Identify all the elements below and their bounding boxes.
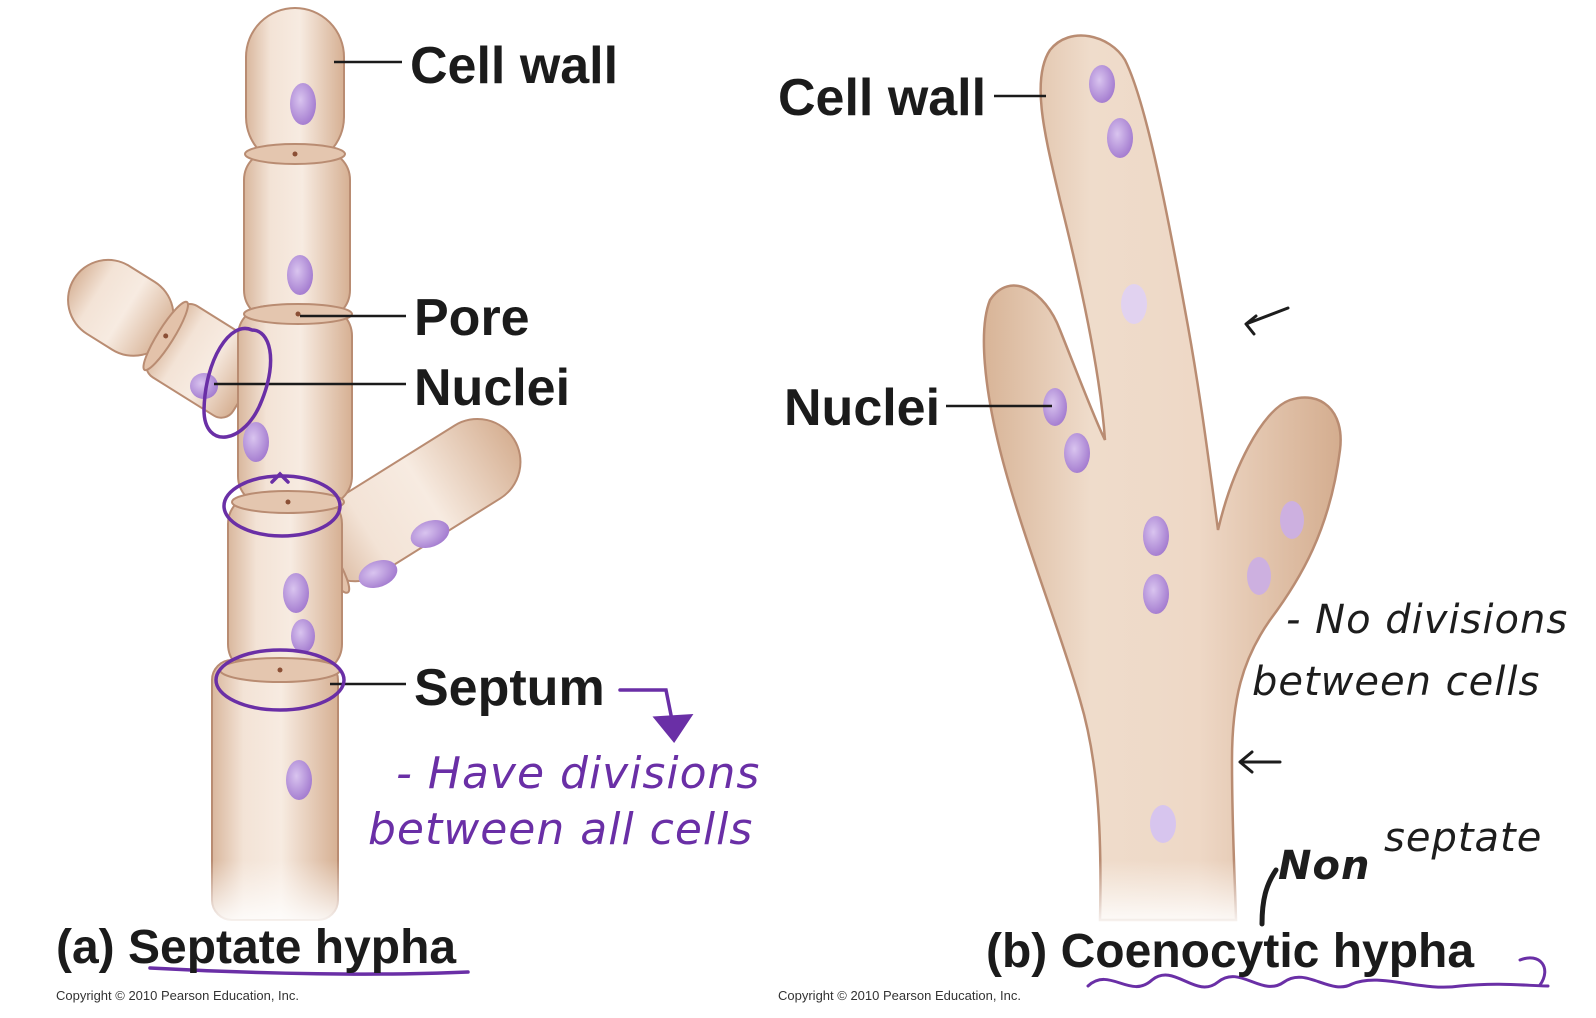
septate-hypha	[67, 7, 694, 976]
coenocytic-hypha	[946, 34, 1550, 989]
ink-marks-b	[1086, 306, 1550, 989]
annotation-a-line2: between all cells	[368, 804, 754, 855]
coenocytic-nuclei	[1043, 65, 1304, 843]
ink-marks-a	[148, 326, 694, 976]
caption-b-letter: (b)	[986, 925, 1048, 978]
septate-nuclei	[190, 83, 450, 800]
copyright-a: Copyright © 2010 Pearson Education, Inc.	[56, 988, 300, 1003]
caption-b: (b) Coenocytic hypha	[986, 928, 1474, 976]
copyright-b: Copyright © 2010 Pearson Education, Inc.	[778, 988, 1022, 1003]
annotation-b-non: Non	[1278, 843, 1371, 889]
label-nuclei-b: Nuclei	[784, 379, 941, 437]
coenocytic-body	[982, 34, 1342, 922]
label-septum: Septum	[414, 659, 605, 717]
annotation-a-line1: - Have divisions	[396, 748, 761, 799]
caption-a: (a) Septate hypha	[56, 924, 456, 972]
label-pore: Pore	[414, 289, 530, 347]
label-nuclei-a: Nuclei	[414, 359, 571, 417]
annotation-b-line1: - No divisions	[1286, 597, 1569, 643]
label-cell-wall-b: Cell wall	[778, 69, 987, 127]
caption-a-text: Septate hypha	[128, 921, 457, 974]
caption-b-text: Coenocytic hypha	[1060, 925, 1475, 978]
label-cell-wall-a: Cell wall	[410, 37, 619, 95]
annotation-b-line2: between cells	[1252, 659, 1541, 705]
caption-a-letter: (a)	[56, 921, 115, 974]
annotation-b-septate: septate	[1384, 815, 1543, 861]
